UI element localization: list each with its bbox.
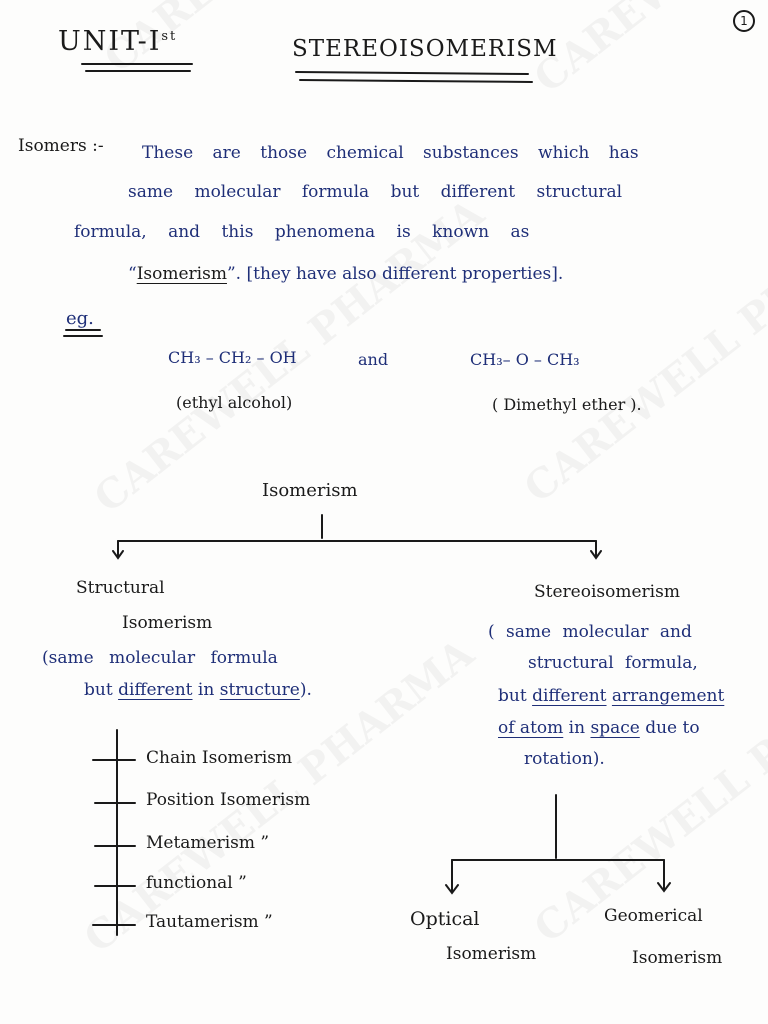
definition-line-1: These are those chemical substances whic… bbox=[142, 143, 639, 163]
page-title: STEREOISOMERISM bbox=[292, 36, 558, 62]
example-label: eg. bbox=[66, 308, 94, 329]
definition-line-3: formula, and this phenomena is known as bbox=[74, 222, 530, 242]
definition-line-4: “Isomerism”. [they have also different p… bbox=[128, 264, 564, 284]
stereo-desc-4: of atom in space due to bbox=[498, 718, 700, 738]
stereo-title: Stereoisomerism bbox=[534, 582, 680, 602]
geometrical-label-1: Geomerical bbox=[604, 906, 703, 926]
structural-desc-1: (same molecular formula bbox=[42, 648, 278, 668]
geometrical-label-2: Isomerism bbox=[632, 948, 723, 968]
definition-line-2: same molecular formula but different str… bbox=[128, 182, 623, 202]
definition-term: Isomers :- bbox=[18, 136, 104, 156]
stereo-desc-3: but different arrangement bbox=[498, 686, 725, 706]
stereo-desc-5: rotation). bbox=[524, 749, 605, 769]
list-item-position: Position Isomerism bbox=[146, 790, 311, 810]
isomerism-term: Isomerism bbox=[136, 264, 227, 284]
name-ethyl-alcohol: (ethyl alcohol) bbox=[176, 393, 293, 412]
example-and: and bbox=[358, 350, 389, 369]
structural-title-2: Isomerism bbox=[122, 613, 213, 633]
structural-desc-2: but different in structure). bbox=[84, 680, 312, 700]
optical-label-1: Optical bbox=[410, 908, 480, 930]
stereo-desc-1: ( same molecular and bbox=[488, 622, 692, 642]
name-dimethyl-ether: ( Dimethyl ether ). bbox=[492, 395, 642, 414]
structural-title-1: Structural bbox=[76, 578, 165, 598]
optical-label-2: Isomerism bbox=[446, 944, 537, 964]
list-item-functional: functional ” bbox=[146, 873, 247, 893]
page-number: 1 bbox=[733, 10, 755, 32]
list-item-metamerism: Metamerism ” bbox=[146, 833, 270, 853]
formula-ethanol: CH₃ – CH₂ – OH bbox=[168, 348, 297, 367]
unit-heading: UNIT-Ist bbox=[58, 26, 178, 57]
tree-root: Isomerism bbox=[262, 480, 358, 501]
list-item-tautamerism: Tautamerism ” bbox=[146, 912, 273, 932]
list-item-chain: Chain Isomerism bbox=[146, 748, 293, 768]
stereo-desc-2: structural formula, bbox=[528, 653, 698, 673]
formula-dimethyl-ether: CH₃– O – CH₃ bbox=[470, 350, 580, 369]
